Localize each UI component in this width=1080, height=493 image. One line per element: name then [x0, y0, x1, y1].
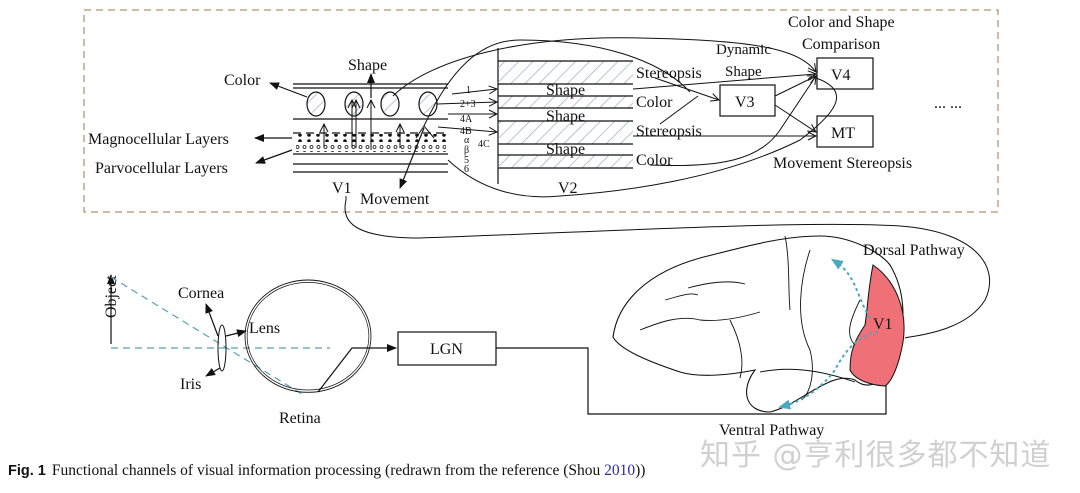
- brain-diagram: V1 Dorsal Pathway Ventral Pathway: [344, 199, 990, 439]
- layer-label: β: [464, 145, 469, 156]
- v1-layer-block: [293, 83, 448, 173]
- mt-box: [816, 115, 874, 148]
- movement-arrow: [399, 127, 425, 189]
- ventral-pathway-label: Ventral Pathway: [719, 422, 824, 439]
- cornea-arrow: [205, 303, 219, 337]
- layer-label: 6: [464, 164, 469, 175]
- caption-tail: )): [635, 462, 646, 479]
- v4-box: [816, 57, 874, 90]
- lens-arrow: [225, 329, 247, 338]
- ventral-pathway-arrow: [778, 331, 879, 410]
- top-panel-frame: [83, 9, 999, 213]
- pathway-connections: [345, 37, 837, 200]
- layer-label: 4B: [460, 126, 472, 137]
- lens: [217, 324, 227, 372]
- v3-annotation: Dynamic: [716, 42, 771, 58]
- blob: [344, 91, 364, 117]
- v2-stripe-label: Shape: [546, 108, 585, 125]
- figure-caption: Fig. 1 Functional channels of visual info…: [8, 462, 645, 480]
- eye-diagram: Object Cornea Lens Iris Retina: [103, 274, 372, 427]
- ellipsis-text: ... ...: [934, 95, 962, 112]
- dorsal-pathway-label: Dorsal Pathway: [863, 242, 965, 259]
- retina-to-lgn-connector: [317, 344, 397, 393]
- v1-region: [849, 264, 905, 387]
- layer-label: 2+3: [460, 99, 476, 110]
- v2-output-label: Stereopsis: [636, 65, 702, 82]
- v1-label: V1: [332, 180, 352, 197]
- magnocellular-label: Magnocellular Layers: [88, 131, 229, 148]
- watermark: 知乎 @亨利很多都不知道: [700, 438, 1052, 473]
- v3-annotation: Shape: [725, 64, 762, 80]
- eyeball-inner: [246, 281, 370, 391]
- caption-text: Functional channels of visual informatio…: [51, 462, 605, 479]
- layer-label: α: [464, 135, 470, 146]
- lens-label: Lens: [249, 320, 280, 337]
- dorsal-pathway-arrow: [830, 258, 871, 319]
- figure-number: Fig. 1: [8, 463, 46, 479]
- shape-label: Shape: [348, 57, 387, 74]
- v2-output-label: Color: [636, 94, 673, 111]
- brain-sulci: [639, 235, 861, 401]
- v1-blobs: [306, 91, 438, 117]
- lgn-to-v1-connector: [496, 347, 890, 415]
- v4-annotation: Color and Shape: [788, 14, 895, 31]
- v1-to-v2-arrows: [436, 89, 497, 132]
- citation-link[interactable]: 2010: [604, 462, 636, 479]
- v2-stripes: [498, 60, 633, 169]
- cornea-label: Cornea: [178, 285, 224, 302]
- parvo-arrow: [255, 149, 293, 164]
- v1-feedback-loop: [344, 199, 990, 339]
- layer-4c-label: 4C: [478, 139, 490, 150]
- movement-label: Movement: [360, 191, 430, 208]
- mt-annotation: Movement Stereopsis: [773, 155, 912, 172]
- layer-label: 5: [464, 155, 469, 166]
- v2-stripe-label: Shape: [546, 141, 585, 158]
- layer-labels: 1 2+3 4A 4B α β 5 6 4C: [460, 85, 490, 175]
- v2-label: V2: [558, 180, 578, 197]
- layer-label: 4A: [460, 114, 473, 125]
- v2-output-label: Stereopsis: [636, 123, 702, 140]
- mt-label: MT: [831, 125, 855, 142]
- v4-annotation: Comparison: [802, 36, 880, 53]
- color-arrow: [269, 82, 308, 98]
- retina-label: Retina: [279, 410, 321, 427]
- lgn-label: LGN: [430, 341, 463, 358]
- v1-internal-arrows: [324, 100, 435, 150]
- v3-box: [719, 84, 776, 117]
- v4-label: V4: [831, 67, 851, 84]
- v3-label: V3: [735, 94, 755, 111]
- blob: [380, 91, 400, 117]
- object-label: Object: [103, 275, 120, 318]
- blob: [306, 91, 326, 117]
- blob: [418, 91, 438, 117]
- iris-arrow: [205, 367, 221, 377]
- layer-label: 1: [466, 85, 471, 96]
- v2-output-label: Color: [636, 152, 673, 169]
- iris-label: Iris: [180, 376, 201, 393]
- parvocellular-label: Parvocellular Layers: [95, 160, 228, 177]
- brain-v1-label: V1: [873, 316, 893, 333]
- color-label: Color: [224, 72, 261, 89]
- light-ray: [110, 276, 306, 397]
- v2-stripe-label: Shape: [546, 82, 585, 99]
